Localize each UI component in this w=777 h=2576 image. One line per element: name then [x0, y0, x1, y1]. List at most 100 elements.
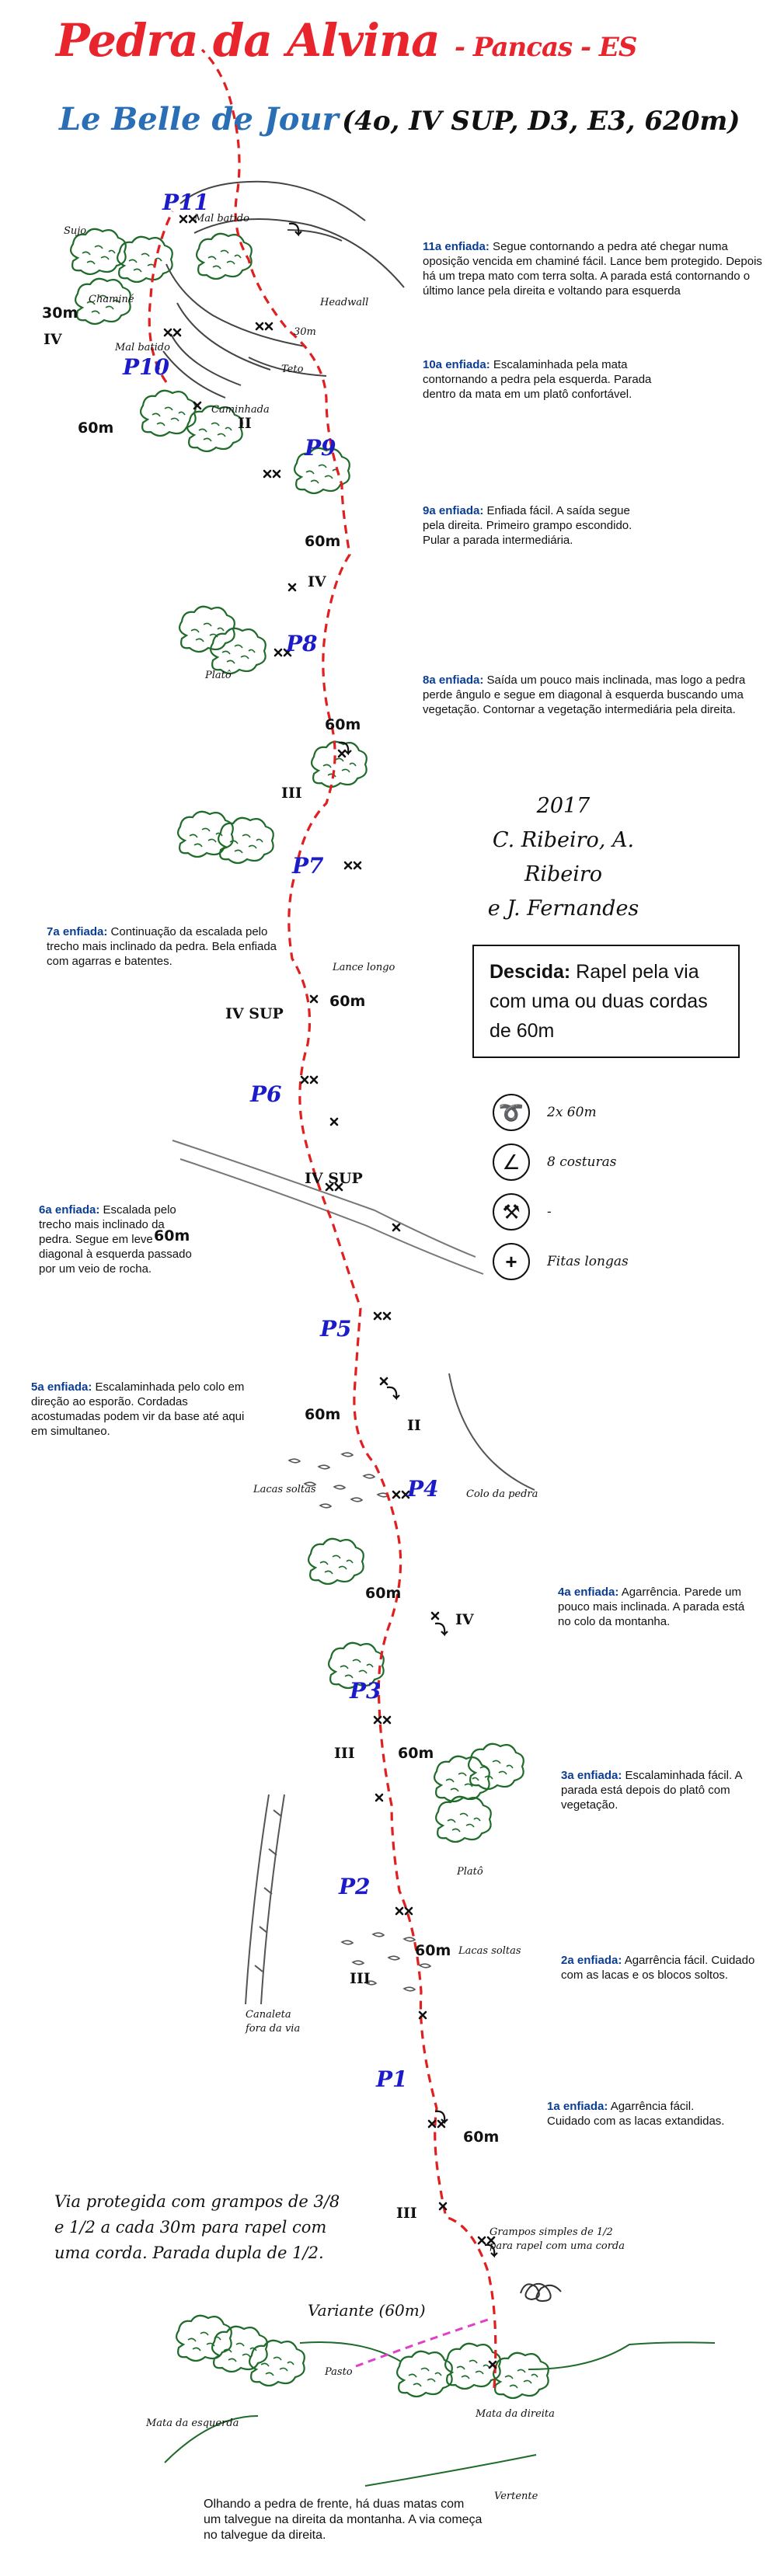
label-sujo: Sujo — [64, 225, 87, 237]
gear-item-slings: + Fitas longas — [493, 1237, 726, 1286]
grade-p3: III — [334, 1745, 355, 1762]
route-title: Le Belle de Jour (4o, IV SUP, D3, E3, 62… — [59, 101, 740, 138]
rope-icon: ➰ — [493, 1094, 530, 1131]
label-lacas-soltas-2: Lacas soltas — [458, 1945, 521, 1957]
label-grampos: Grampos simples de 1/2 — [490, 2226, 613, 2238]
belay-p7: P7 — [292, 853, 324, 879]
belay-p4: P4 — [407, 1476, 439, 1502]
variant-line — [355, 2318, 489, 2368]
length-p6: 60m — [154, 1227, 190, 1244]
label-fora-via: fora da via — [246, 2023, 301, 2035]
pitch-9-description: 9a enfiada: Enfiada fácil. A saída segue… — [423, 503, 640, 548]
ground-squiggle — [520, 2282, 562, 2303]
credits-line-2: e J. Fernandes — [487, 896, 639, 921]
colo-line — [448, 1373, 535, 1491]
pitch-3-lead: 3a enfiada: — [561, 1769, 622, 1782]
descent-label: Descida: — [490, 961, 571, 983]
vegetation — [69, 228, 549, 2400]
belay-p3: P3 — [350, 1678, 382, 1704]
rock-vein — [172, 1140, 484, 1275]
pitch-7-text: Continuação da escalada pelo trecho mais… — [47, 925, 277, 968]
pitch-3-description: 3a enfiada: Escalaminhada fácil. A parad… — [561, 1768, 755, 1812]
length-p7: 60m — [329, 993, 366, 1010]
length-p3: 60m — [398, 1745, 434, 1762]
belay-p10: P10 — [123, 354, 170, 380]
pitch-11-lead: 11a enfiada: — [423, 240, 490, 253]
pitch-1-description: 1a enfiada: Agarrência fácil. Cuidado co… — [547, 2099, 733, 2129]
length-p9: 60m — [305, 533, 341, 550]
belay-p5: P5 — [320, 1316, 352, 1342]
pitch-4-lead: 4a enfiada: — [558, 1586, 619, 1599]
protection-note-line-1: Via protegida com grampos de 3/8 — [54, 2192, 340, 2211]
grade-p1: III — [396, 2205, 417, 2222]
grade-p9: IV — [308, 573, 326, 590]
descent-text: Rapel pela via com uma ou duas cordas de… — [490, 961, 708, 1042]
belay-p6: P6 — [250, 1081, 282, 1107]
pitch-2-description: 2a enfiada: Agarrência fácil. Cuidado co… — [561, 1953, 755, 1982]
crag-name: Pedra da Alvina — [56, 14, 441, 67]
label-mal-batido-2: Mal batido — [115, 342, 170, 353]
gear-label-hammer: - — [547, 1204, 552, 1220]
pitch-9-lead: 9a enfiada: — [423, 504, 484, 517]
label-variante: Variante (60m) — [308, 2301, 426, 2320]
gear-label-quickdraws: 8 costuras — [547, 1154, 617, 1170]
belay-p2: P2 — [339, 1874, 371, 1899]
pitch-1-text: Agarrência fácil. Cuidado com as lacas e… — [547, 2100, 725, 2128]
label-chamine: Chaminé — [89, 294, 134, 305]
label-colo: Colo da pedra — [466, 1488, 538, 1500]
label-pasto: Pasto — [325, 2366, 353, 2378]
length-p1: 60m — [463, 2129, 500, 2146]
gear-item-rope: ➰ 2x 60m — [493, 1088, 726, 1137]
label-30m-small: 30m — [294, 326, 316, 338]
belay-p9: P9 — [305, 435, 336, 461]
pitch-6-description: 6a enfiada: Escalada pelo trecho mais in… — [39, 1203, 194, 1276]
pitch-8-description: 8a enfiada: Saída um pouco mais inclinad… — [423, 673, 749, 717]
pitch-9-text: Enfiada fácil. A saída segue pela direit… — [423, 504, 632, 547]
gear-item-hammer: ⚒ - — [493, 1187, 726, 1237]
gear-label-rope: 2x 60m — [547, 1105, 597, 1120]
pitch-8-lead: 8a enfiada: — [423, 674, 484, 687]
credits: 2017 C. Ribeiro, A. Ribeiro e J. Fernand… — [466, 789, 660, 926]
protection-note: Via protegida com grampos de 3/8 e 1/2 a… — [54, 2189, 396, 2266]
label-plato: Platô — [205, 670, 232, 681]
pitch-5-description: 5a enfiada: Escalaminhada pelo colo em d… — [31, 1380, 249, 1439]
approach-note: Olhando a pedra de frente, há duas matas… — [204, 2498, 483, 2542]
label-mal-batido: Mal batido — [194, 213, 249, 225]
pitch-11-description: 11a enfiada: Segue contornando a pedra a… — [423, 239, 765, 298]
label-lacas-soltas: Lacas soltas — [253, 1484, 316, 1495]
length-p4: 60m — [365, 1585, 402, 1602]
length-p11: 30m — [42, 305, 78, 322]
summit-rock-lines — [162, 180, 405, 399]
pitch-11-text: Segue contornando a pedra até chegar num… — [423, 240, 762, 298]
label-lance-longo: Lance longo — [333, 962, 395, 973]
canaleta-lines — [245, 1794, 285, 2005]
route-top — [148, 211, 174, 383]
ground-lines — [164, 2341, 716, 2487]
gear-item-quickdraws: ∠ 8 costuras — [493, 1137, 726, 1187]
bolt-marks — [163, 214, 497, 2369]
pitch-2-text: Agarrência fácil. Cuidado com as lacas e… — [561, 1954, 755, 1982]
plus-icon: + — [493, 1243, 530, 1280]
grade-p7: IV SUP — [225, 1005, 284, 1022]
label-mata-direita: Mata da direita — [476, 2408, 555, 2420]
pitch-3-text: Escalaminhada fácil. A parada está depoi… — [561, 1769, 742, 1812]
grade-p10: II — [238, 415, 252, 432]
pitch-8-text: Saída um pouco mais inclinada, mas logo … — [423, 674, 746, 716]
label-teto: Teto — [281, 364, 304, 375]
gear-label-slings: Fitas longas — [547, 1254, 629, 1269]
pitch-6-text: Escalada pelo trecho mais inclinado da p… — [39, 1203, 192, 1276]
label-mata-esquerda: Mata da esquerda — [146, 2418, 239, 2429]
belay-p11: P11 — [162, 190, 210, 215]
pitch-1-lead: 1a enfiada: — [547, 2100, 608, 2113]
credits-line-1: C. Ribeiro, A. Ribeiro — [492, 828, 635, 886]
protection-note-line-3: uma corda. Parada dupla de 1/2. — [54, 2244, 324, 2262]
descent-box: Descida: Rapel pela via com uma ou duas … — [472, 945, 740, 1058]
crag-title: Pedra da Alvina - Pancas - ES — [56, 14, 637, 67]
pitch-4-text: Agarrência. Parede um pouco mais inclina… — [558, 1586, 745, 1628]
pitch-7-description: 7a enfiada: Continuação da escalada pelo… — [47, 924, 280, 969]
label-grampos-2: para rapel com uma corda — [490, 2240, 625, 2252]
pitch-6-lead: 6a enfiada: — [39, 1203, 100, 1217]
pitch-4-description: 4a enfiada: Agarrência. Parede um pouco … — [558, 1585, 752, 1629]
length-p5: 60m — [305, 1406, 341, 1423]
